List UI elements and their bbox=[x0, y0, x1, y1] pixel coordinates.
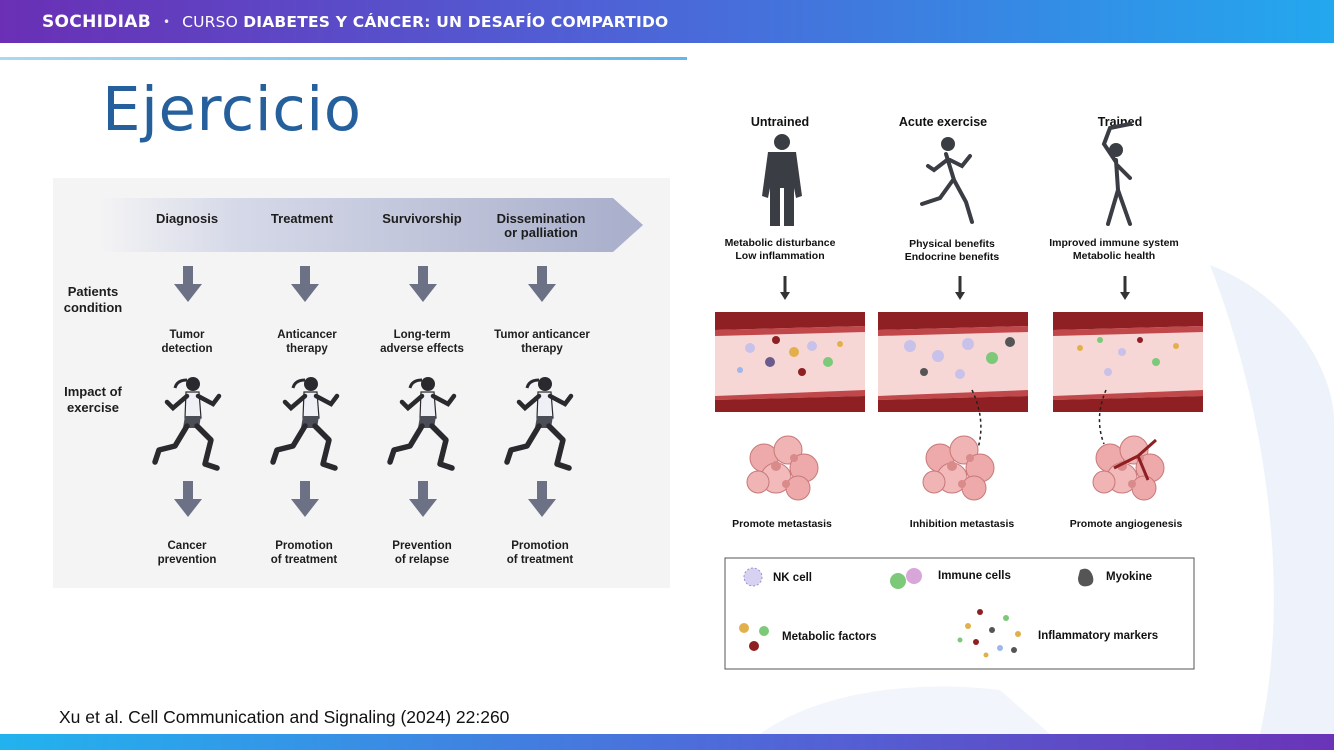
condition-label-line2: detection bbox=[161, 343, 212, 355]
nk-cell-icon bbox=[743, 567, 763, 587]
column-description: Metabolic health bbox=[1073, 250, 1155, 262]
condition-label: Tumor anticancer bbox=[494, 329, 590, 341]
outcome-label: Cancer bbox=[168, 540, 208, 552]
column-description: Metabolic disturbance bbox=[725, 237, 836, 249]
immune-cells-icon bbox=[890, 573, 906, 589]
untrained-person-icon bbox=[762, 134, 802, 226]
patients-condition-label-line2: condition bbox=[64, 300, 123, 315]
column-title: Untrained bbox=[751, 115, 809, 129]
runner-icon bbox=[390, 377, 454, 468]
stage-labels: Diagnosis Treatment Survivorship Dissemi… bbox=[156, 211, 586, 240]
inflammatory-markers-icon bbox=[957, 609, 1021, 658]
angiogenesis-vessel-icon bbox=[1113, 438, 1157, 481]
column-description: Low inflammation bbox=[735, 250, 824, 262]
stage-label: Treatment bbox=[271, 211, 334, 226]
down-arrow-icon bbox=[409, 266, 437, 302]
column-result: Inhibition metastasis bbox=[910, 518, 1015, 530]
stage-timeline-band bbox=[98, 198, 643, 252]
tumor-cluster-icon bbox=[746, 435, 819, 501]
patients-condition-label: Patients bbox=[68, 284, 119, 299]
condition-label: Long-term bbox=[394, 329, 451, 341]
metabolic-factors-icon bbox=[739, 623, 749, 633]
down-arrow-icon bbox=[528, 481, 556, 517]
condition-label-line2: adverse effects bbox=[380, 343, 464, 355]
down-arrow-icon bbox=[291, 266, 319, 302]
condition-label-line2: therapy bbox=[521, 343, 563, 355]
footer-bar bbox=[0, 734, 1334, 750]
runner-icon bbox=[507, 377, 571, 468]
down-arrow-icon bbox=[528, 266, 556, 302]
stage-label-line2: or palliation bbox=[504, 225, 578, 240]
impact-of-exercise-label: Impact of bbox=[64, 384, 122, 399]
column-description: Physical benefits bbox=[909, 238, 995, 250]
column-description: Improved immune system bbox=[1049, 237, 1179, 249]
down-arrow-icon bbox=[174, 481, 202, 517]
column-result: Promote angiogenesis bbox=[1070, 518, 1183, 530]
outcome-label-line2: of treatment bbox=[271, 554, 338, 566]
title-underline bbox=[0, 57, 687, 60]
trained-person-stretching-icon bbox=[1101, 122, 1132, 226]
course-title: CURSO DIABETES Y CÁNCER: UN DESAFÍO COMP… bbox=[182, 12, 669, 31]
legend-box bbox=[724, 557, 1195, 670]
acute-exercise-runner-icon bbox=[920, 137, 974, 224]
exercise-metastasis-figure: Untrained Acute exercise Trained bbox=[715, 115, 1203, 670]
row-labels: Patients condition Impact of exercise bbox=[64, 284, 123, 415]
vessel-particles bbox=[737, 336, 1179, 379]
down-arrow-icon bbox=[409, 481, 437, 517]
column-titles: Untrained Acute exercise Trained bbox=[751, 115, 1142, 129]
column-title: Acute exercise bbox=[899, 115, 987, 129]
runner-icon bbox=[155, 377, 219, 468]
header-separator: • bbox=[162, 14, 171, 29]
down-arrow-icon bbox=[1120, 276, 1130, 300]
stage-label: Dissemination bbox=[497, 211, 586, 226]
header-bar: SOCHIDIAB • CURSO DIABETES Y CÁNCER: UN … bbox=[0, 0, 1334, 43]
tumor-cluster-icon bbox=[922, 435, 995, 501]
migration-dashed-arrow bbox=[1098, 389, 1107, 445]
legend-label: NK cell bbox=[773, 572, 812, 584]
legend-label: Myokine bbox=[1106, 571, 1152, 583]
blood-vessel-trained bbox=[1053, 312, 1203, 412]
outcome-label-line2: of relapse bbox=[395, 554, 449, 566]
outcome-label: Prevention bbox=[392, 540, 451, 552]
down-arrow-icon bbox=[780, 276, 790, 300]
myokine-icon bbox=[1078, 568, 1094, 587]
outcome-label: Promotion bbox=[511, 540, 569, 552]
impact-of-exercise-label-line2: exercise bbox=[67, 400, 119, 415]
column-description: Endocrine benefits bbox=[905, 251, 1000, 263]
stage-label: Diagnosis bbox=[156, 211, 218, 226]
page-title: Ejercicio bbox=[102, 74, 362, 145]
runner-icon bbox=[273, 377, 337, 468]
down-arrow-icon bbox=[291, 481, 319, 517]
bottom-down-arrows bbox=[174, 481, 556, 517]
legend-label: Metabolic factors bbox=[782, 631, 877, 643]
down-arrow-icon bbox=[955, 276, 965, 300]
condition-labels: Tumor detection Anticancer therapy Long-… bbox=[161, 329, 590, 355]
outcome-label-line2: of treatment bbox=[507, 554, 574, 566]
legend-label: Inflammatory markers bbox=[1038, 630, 1158, 642]
runners bbox=[155, 377, 571, 468]
migration-dashed-arrow bbox=[971, 389, 982, 449]
cancer-stage-exercise-figure: Diagnosis Treatment Survivorship Dissemi… bbox=[53, 178, 670, 588]
outcome-label: Promotion bbox=[275, 540, 333, 552]
top-down-arrows bbox=[174, 266, 556, 302]
condition-label-line2: therapy bbox=[286, 343, 328, 355]
tumor-cluster-icon bbox=[1092, 435, 1165, 501]
legend-label: Immune cells bbox=[938, 570, 1011, 582]
down-arrow-icon bbox=[174, 266, 202, 302]
legend: NK cell Immune cells Myokine Metabolic f… bbox=[739, 567, 1158, 658]
outcome-labels: Cancer prevention Promotion of treatment… bbox=[158, 540, 574, 566]
condition-label: Anticancer bbox=[277, 329, 337, 341]
condition-label: Tumor bbox=[170, 329, 205, 341]
blood-vessel-untrained bbox=[715, 312, 865, 412]
column-descriptions: Metabolic disturbance Low inflammation P… bbox=[725, 237, 1179, 263]
column-result: Promote metastasis bbox=[732, 518, 832, 530]
column-results: Promote metastasis Inhibition metastasis… bbox=[732, 518, 1182, 530]
brand-logo: SOCHIDIAB bbox=[42, 11, 151, 32]
blood-vessel-acute bbox=[878, 312, 1028, 412]
outcome-label-line2: prevention bbox=[158, 554, 217, 566]
stage-label: Survivorship bbox=[382, 211, 462, 226]
citation: Xu et al. Cell Communication and Signali… bbox=[59, 707, 510, 727]
